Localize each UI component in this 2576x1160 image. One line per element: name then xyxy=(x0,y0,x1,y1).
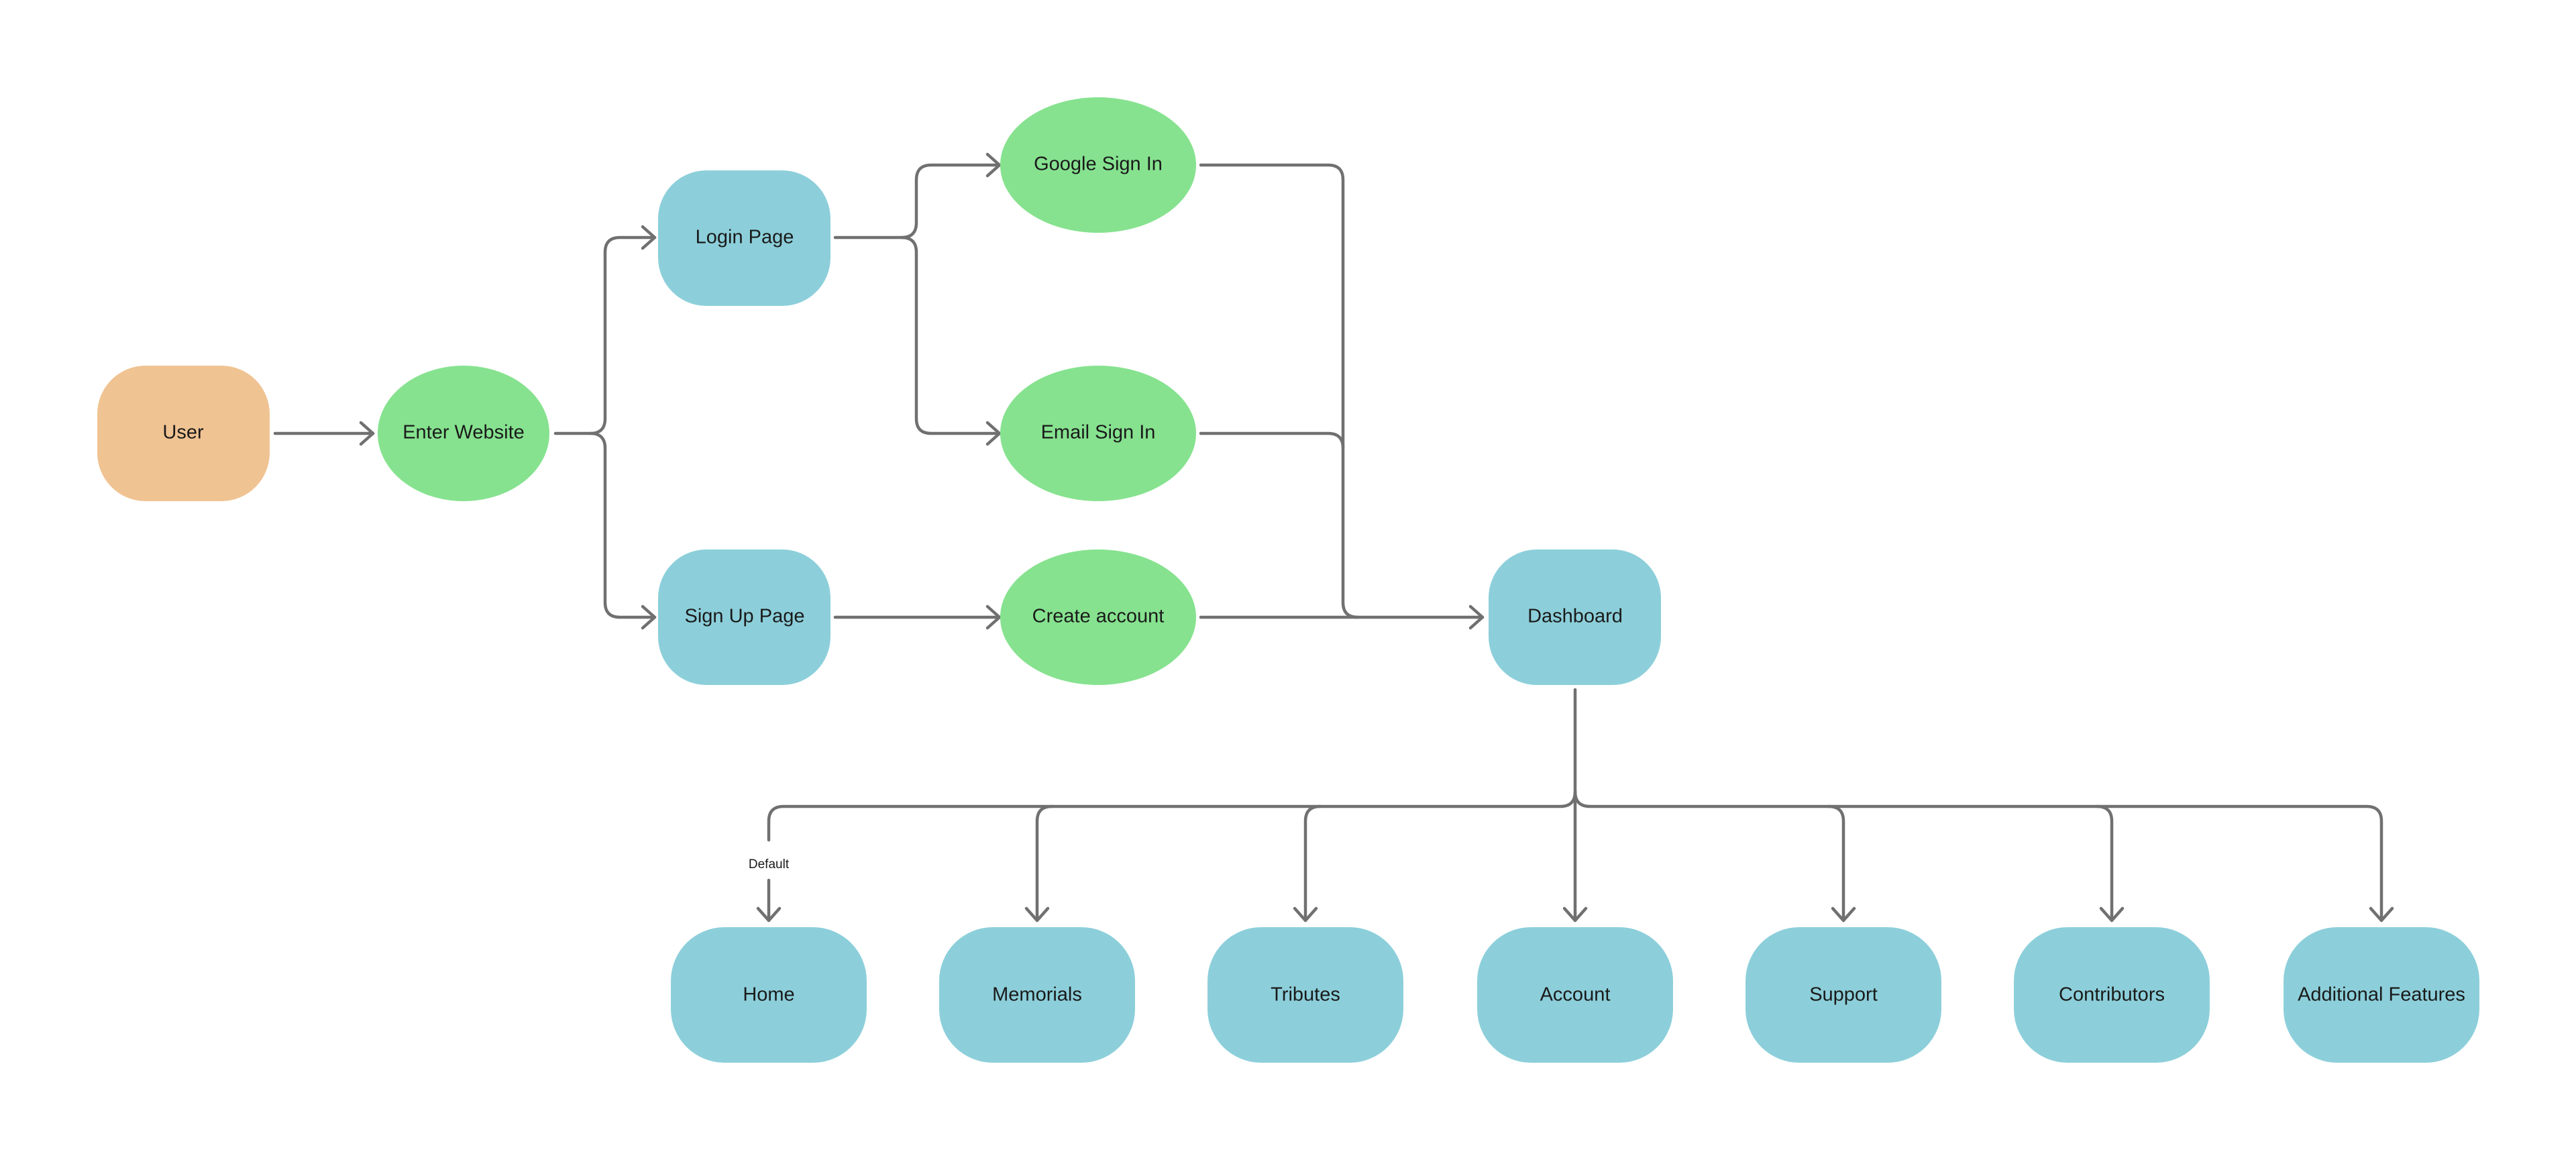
node-enter-website[interactable]: Enter Website xyxy=(378,366,549,501)
node-label-support: Support xyxy=(1809,984,1878,1006)
node-label-dashboard: Dashboard xyxy=(1527,606,1623,627)
node-shape xyxy=(658,549,830,685)
arrowhead xyxy=(1024,906,1050,922)
connectors xyxy=(273,152,2394,922)
edge-to-memorials xyxy=(1035,804,1054,922)
node-dashboard[interactable]: Dashboard xyxy=(1489,549,1661,685)
arrowhead xyxy=(985,421,1002,446)
node-email-signin[interactable]: Email Sign In xyxy=(1000,366,1196,501)
edge-enter-website-to-login-page xyxy=(553,235,657,435)
node-create-account[interactable]: Create account xyxy=(1000,549,1196,685)
node-shape xyxy=(658,170,830,306)
arrowhead xyxy=(756,906,782,922)
edge-enter-website-to-signup-page xyxy=(588,431,657,619)
node-label-home: Home xyxy=(743,984,794,1006)
node-tributes[interactable]: Tributes xyxy=(1208,927,1403,1063)
node-account[interactable]: Account xyxy=(1477,927,1673,1063)
node-shape xyxy=(1489,549,1661,685)
edge-login-to-email-signin xyxy=(900,235,1002,435)
node-label-contributors: Contributors xyxy=(2059,984,2165,1006)
node-label-enter-website: Enter Website xyxy=(402,422,525,443)
node-shape xyxy=(2014,927,2210,1063)
node-label-account: Account xyxy=(1540,984,1611,1006)
node-shape xyxy=(671,927,867,1063)
node-shape xyxy=(1000,366,1196,501)
node-memorials[interactable]: Memorials xyxy=(939,927,1135,1063)
node-shape xyxy=(1000,549,1196,685)
node-login-page[interactable]: Login Page xyxy=(658,170,830,306)
edge-login-to-google-signin xyxy=(833,163,1002,240)
node-label-additional-features: Additional Features xyxy=(2298,984,2465,1006)
node-home[interactable]: Home xyxy=(671,927,867,1063)
node-signup-page[interactable]: Sign Up Page xyxy=(658,549,830,685)
arrowhead xyxy=(1831,906,1856,922)
edge-to-tributes xyxy=(1303,804,1322,922)
edge-to-support xyxy=(1827,804,1845,922)
node-label-create-account: Create account xyxy=(1032,606,1165,627)
node-shape xyxy=(1746,927,1941,1063)
node-shape xyxy=(378,366,549,501)
arrowhead xyxy=(641,604,657,630)
nodes: User Enter Website Login Page Sign Up Pa… xyxy=(97,97,2479,1063)
arrowhead xyxy=(2099,906,2125,922)
edge-email-to-dashboard xyxy=(1199,431,1345,450)
node-label-login-page: Login Page xyxy=(696,227,794,248)
edge-bus-left xyxy=(767,790,1577,842)
arrowhead xyxy=(1468,604,1485,630)
edge-google-to-dashboard xyxy=(1199,163,1360,619)
node-additional-features[interactable]: Additional Features xyxy=(2284,927,2479,1063)
node-label-memorials: Memorials xyxy=(992,984,1082,1006)
node-user[interactable]: User xyxy=(97,366,270,501)
arrowhead xyxy=(1293,906,1318,922)
node-support[interactable]: Support xyxy=(1746,927,1941,1063)
arrowhead xyxy=(359,421,375,446)
edge-label-default: Default xyxy=(749,857,790,872)
edge-bus-right xyxy=(1573,790,2383,922)
arrowhead xyxy=(985,152,1002,178)
arrowhead xyxy=(2369,906,2394,922)
node-shape xyxy=(1477,927,1673,1063)
edge-to-contributors xyxy=(2095,804,2114,922)
node-shape xyxy=(2284,927,2479,1063)
node-shape xyxy=(1000,97,1196,233)
node-label-signup-page: Sign Up Page xyxy=(685,606,805,627)
node-contributors[interactable]: Contributors xyxy=(2014,927,2210,1063)
node-shape xyxy=(1208,927,1403,1063)
node-shape xyxy=(939,927,1135,1063)
node-label-user: User xyxy=(162,422,204,443)
node-label-tributes: Tributes xyxy=(1271,984,1340,1006)
node-label-google-signin: Google Sign In xyxy=(1034,154,1163,175)
arrowhead xyxy=(641,225,657,250)
node-shape xyxy=(97,366,270,501)
node-google-signin[interactable]: Google Sign In xyxy=(1000,97,1196,233)
arrowhead xyxy=(985,604,1002,630)
node-label-email-signin: Email Sign In xyxy=(1041,422,1156,443)
